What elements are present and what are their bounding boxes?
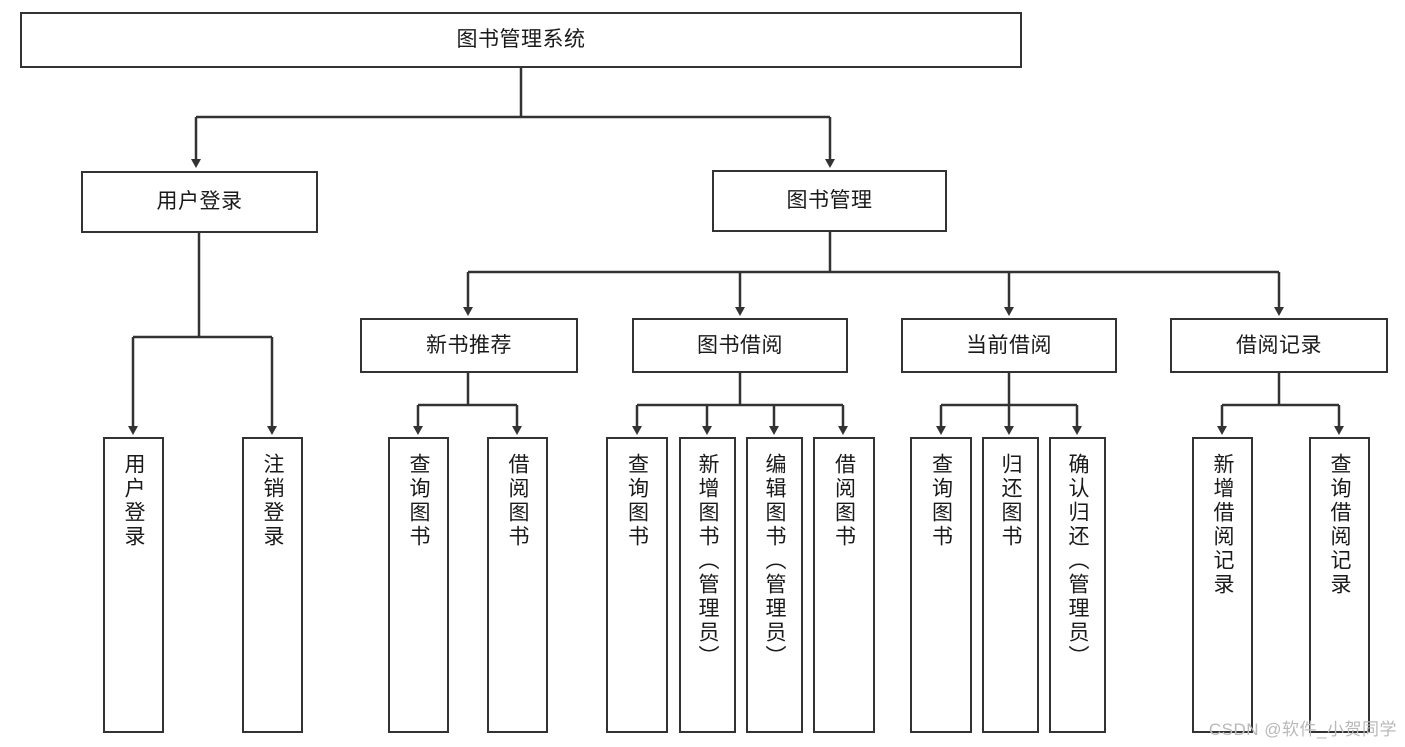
node-user-login-label: 用户登录 xyxy=(156,190,243,214)
node-leaf-user-login-label: 用户登录 xyxy=(122,453,145,549)
node-book-borrow-label: 图书借阅 xyxy=(697,333,783,357)
node-leaf-add-record[interactable]: 新增借阅记录 xyxy=(1192,437,1253,733)
node-leaf-add-book[interactable]: 新增图书（管理员） xyxy=(679,437,736,733)
node-leaf-return-book[interactable]: 归还图书 xyxy=(982,437,1039,733)
node-leaf-query-record[interactable]: 查询借阅记录 xyxy=(1309,437,1370,733)
node-leaf-confirm-return[interactable]: 确认归还（管理员） xyxy=(1049,437,1106,733)
node-leaf-query-book-2[interactable]: 查询图书 xyxy=(606,437,668,733)
node-current-borrow[interactable]: 当前借阅 xyxy=(901,318,1117,373)
node-current-borrow-label: 当前借阅 xyxy=(966,333,1052,357)
node-borrow-record[interactable]: 借阅记录 xyxy=(1170,318,1388,373)
node-leaf-query-book-2-label: 查询图书 xyxy=(625,453,649,549)
node-leaf-borrow-book-2[interactable]: 借阅图书 xyxy=(813,437,875,733)
node-new-book-rec[interactable]: 新书推荐 xyxy=(360,318,578,373)
node-new-book-rec-label: 新书推荐 xyxy=(426,333,512,357)
node-leaf-borrow-book-2-label: 借阅图书 xyxy=(832,453,856,549)
node-leaf-add-book-label: 新增图书（管理员） xyxy=(696,453,719,669)
node-leaf-query-book-1-label: 查询图书 xyxy=(407,453,430,549)
node-leaf-user-login[interactable]: 用户登录 xyxy=(103,437,164,733)
node-leaf-query-book-3-label: 查询图书 xyxy=(929,453,953,549)
node-leaf-confirm-return-label: 确认归还（管理员） xyxy=(1066,453,1089,669)
node-leaf-borrow-book-1[interactable]: 借阅图书 xyxy=(487,437,548,733)
node-book-manage[interactable]: 图书管理 xyxy=(712,170,947,232)
node-leaf-edit-book[interactable]: 编辑图书（管理员） xyxy=(746,437,803,733)
node-leaf-return-book-label: 归还图书 xyxy=(999,453,1022,549)
node-leaf-add-record-label: 新增借阅记录 xyxy=(1211,453,1234,597)
node-leaf-user-logout-label: 注销登录 xyxy=(261,453,284,549)
node-borrow-record-label: 借阅记录 xyxy=(1236,333,1322,357)
node-root-label: 图书管理系统 xyxy=(456,28,586,52)
node-book-manage-label: 图书管理 xyxy=(786,189,873,213)
node-leaf-edit-book-label: 编辑图书（管理员） xyxy=(763,453,786,669)
node-root[interactable]: 图书管理系统 xyxy=(20,12,1022,68)
node-leaf-user-logout[interactable]: 注销登录 xyxy=(242,437,303,733)
node-leaf-query-book-1[interactable]: 查询图书 xyxy=(388,437,449,733)
node-leaf-query-book-3[interactable]: 查询图书 xyxy=(910,437,972,733)
node-book-borrow[interactable]: 图书借阅 xyxy=(632,318,848,373)
node-leaf-query-record-label: 查询借阅记录 xyxy=(1328,453,1351,597)
node-leaf-borrow-book-1-label: 借阅图书 xyxy=(506,453,529,549)
node-user-login[interactable]: 用户登录 xyxy=(81,171,318,233)
